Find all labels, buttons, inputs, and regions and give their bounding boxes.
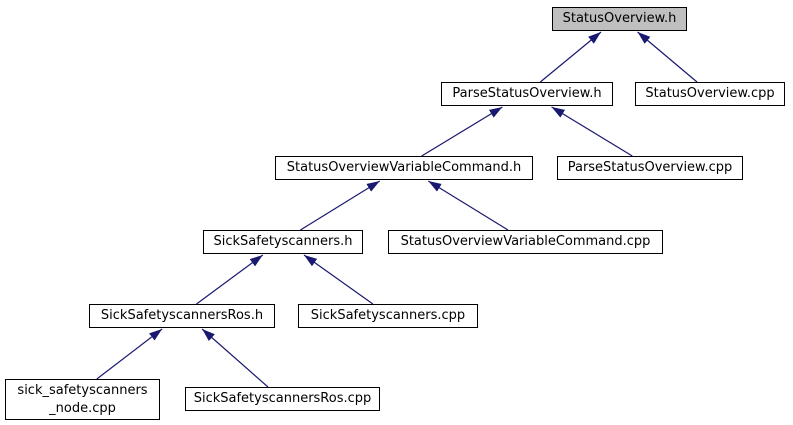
graph-node-label: ParseStatusOverview.h (452, 86, 602, 102)
graph-node-label: StatusOverviewVariableCommand.h (286, 160, 522, 176)
graph-node-sick-safetyscanners-node-cpp[interactable]: sick_safetyscanners _node.cpp (5, 379, 160, 420)
graph-node-sick-safetyscanners-cpp[interactable]: SickSafetyscanners.cpp (298, 304, 478, 328)
include-edge (427, 180, 509, 231)
graph-node-label: SickSafetyscannersRos.cpp (193, 391, 372, 407)
include-edge (637, 31, 698, 83)
graph-node-status-overview-variable-command-h[interactable]: StatusOverviewVariableCommand.h (275, 156, 533, 180)
graph-node-label: SickSafetyscannersRos.h (100, 308, 264, 324)
graph-node-parse-status-overview-h[interactable]: ParseStatusOverview.h (441, 82, 613, 106)
graph-node-sick-safetyscanners-ros-cpp[interactable]: SickSafetyscannersRos.cpp (185, 387, 380, 411)
graph-node-status-overview-cpp[interactable]: StatusOverview.cpp (635, 82, 785, 106)
graph-node-sick-safetyscanners-h[interactable]: SickSafetyscanners.h (203, 230, 363, 254)
include-edge (421, 106, 503, 157)
graph-node-sick-safetyscanners-ros-h[interactable]: SickSafetyscannersRos.h (89, 304, 275, 328)
include-edge (551, 106, 633, 157)
include-edge (196, 254, 264, 305)
graph-node-label: StatusOverview.cpp (645, 86, 775, 102)
graph-node-status-overview-h: StatusOverview.h (552, 7, 687, 31)
include-edge (201, 328, 269, 388)
graph-node-label: SickSafetyscanners.cpp (310, 308, 466, 324)
include-edge (96, 328, 163, 380)
include-edge (539, 31, 602, 83)
include-edge (303, 254, 374, 305)
graph-node-label: StatusOverviewVariableCommand.cpp (400, 234, 651, 250)
graph-node-label: sick_safetyscanners _node.cpp (17, 382, 148, 416)
include-edge (300, 180, 381, 231)
graph-node-label: SickSafetyscanners.h (213, 234, 353, 250)
graph-node-label: ParseStatusOverview.cpp (567, 160, 733, 176)
graph-node-label: StatusOverview.h (562, 11, 677, 27)
graph-node-parse-status-overview-cpp[interactable]: ParseStatusOverview.cpp (557, 156, 743, 180)
graph-node-status-overview-variable-command-cpp[interactable]: StatusOverviewVariableCommand.cpp (388, 230, 663, 254)
